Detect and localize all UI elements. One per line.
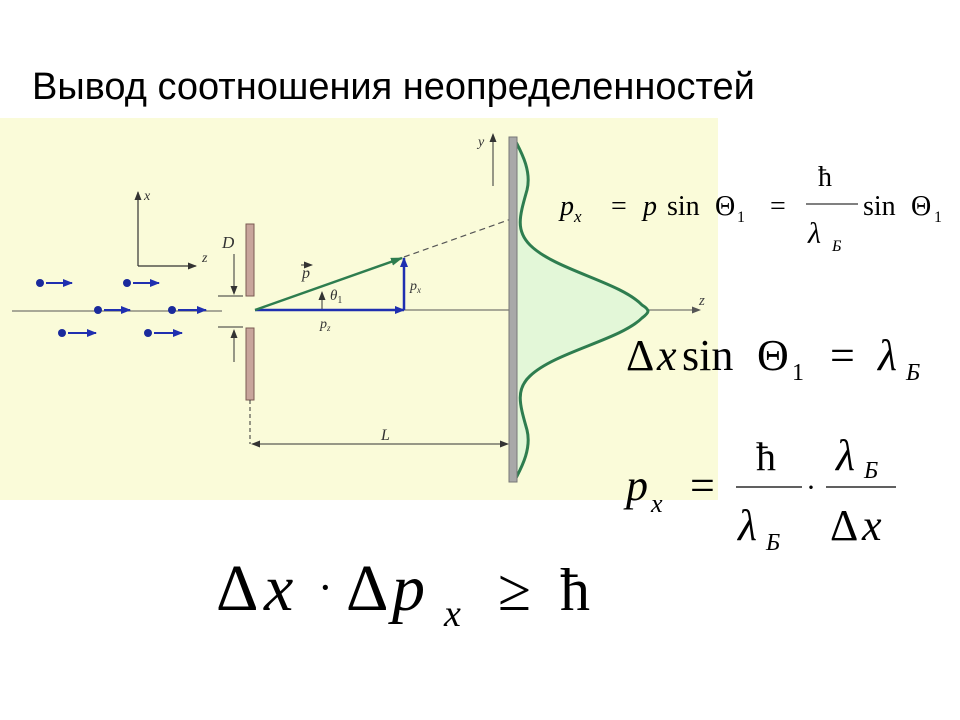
svg-text:x: x (443, 593, 461, 635)
axis-label-x: x (143, 189, 151, 204)
svg-text:λ: λ (876, 331, 897, 380)
slide-title: Вывод соотношения неопределенностей (32, 66, 755, 108)
label-distance-L: L (380, 427, 390, 444)
svg-text:x: x (263, 552, 293, 625)
particle-beam (36, 279, 207, 337)
svg-text:Б: Б (863, 458, 878, 484)
svg-text:Δ: Δ (216, 552, 258, 625)
particle (168, 306, 207, 314)
label-pz: pz (319, 317, 331, 333)
axis-label-y: y (476, 135, 485, 150)
svg-text:1: 1 (792, 360, 804, 386)
svg-text:x: x (573, 207, 582, 226)
svg-text:x: x (656, 331, 677, 380)
label-px: px (409, 279, 421, 295)
svg-text:p: p (623, 461, 648, 510)
svg-text:Θ: Θ (757, 331, 789, 380)
svg-text:Б: Б (905, 360, 920, 386)
diffraction-pattern (513, 139, 650, 481)
label-vec-p: p (301, 265, 310, 282)
label-slit-width-D: D (221, 233, 235, 252)
detector-screen (508, 136, 518, 483)
svg-text:ħ: ħ (560, 557, 590, 623)
svg-text:Δ: Δ (830, 501, 858, 550)
slit-width-dimension (218, 254, 243, 362)
label-angle: θ1 (330, 288, 342, 306)
particle (123, 279, 160, 287)
svg-text:sin: sin (863, 191, 896, 222)
svg-text:ħ: ħ (818, 162, 832, 193)
svg-text:=: = (690, 461, 715, 510)
svg-text:·: · (806, 471, 816, 504)
particle (58, 329, 97, 337)
svg-text:·: · (318, 563, 333, 612)
svg-text:Δ: Δ (626, 331, 654, 380)
svg-text:p: p (558, 191, 574, 222)
svg-text:1: 1 (737, 209, 745, 226)
svg-text:1: 1 (934, 209, 942, 226)
svg-text:sin: sin (682, 331, 733, 380)
svg-text:Б: Б (831, 238, 842, 255)
svg-text:Θ: Θ (911, 191, 931, 222)
formula-uncertainty-relation: Δ x · Δ p x ≥ ħ (216, 552, 590, 635)
formula-px-substitution: p x = ħ λ Б · λ Б Δ x (623, 431, 896, 556)
svg-text:≥: ≥ (498, 557, 531, 623)
svg-text:sin: sin (667, 191, 700, 222)
svg-text:Δ: Δ (346, 552, 388, 625)
axis-label-z-small: z (201, 251, 208, 266)
particle (144, 329, 183, 337)
slit-plate-upper (245, 223, 255, 297)
slit-plate-lower (245, 327, 255, 401)
svg-text:x: x (650, 489, 663, 518)
svg-text:λ: λ (807, 217, 821, 250)
svg-text:Θ: Θ (715, 191, 735, 222)
particle (36, 279, 73, 287)
formula-px-sin: p x = p sin Θ 1 = ħ λ Б sin Θ 1 (558, 162, 942, 255)
vector-p (254, 256, 403, 312)
svg-text:=: = (830, 331, 855, 380)
svg-text:p: p (388, 552, 425, 625)
svg-text:=: = (611, 191, 627, 222)
svg-text:λ: λ (834, 431, 855, 480)
formula-diffraction-condition: Δ x sin Θ 1 = λ Б (626, 331, 920, 386)
svg-text:λ: λ (736, 501, 757, 550)
svg-text:ħ: ħ (756, 434, 776, 479)
particle (94, 306, 131, 314)
axis-label-z-main: z (698, 293, 705, 309)
extension-dashed (403, 217, 515, 258)
svg-text:p: p (641, 191, 657, 222)
svg-text:Б: Б (765, 530, 780, 556)
svg-text:=: = (770, 191, 786, 222)
svg-text:x: x (861, 501, 882, 550)
